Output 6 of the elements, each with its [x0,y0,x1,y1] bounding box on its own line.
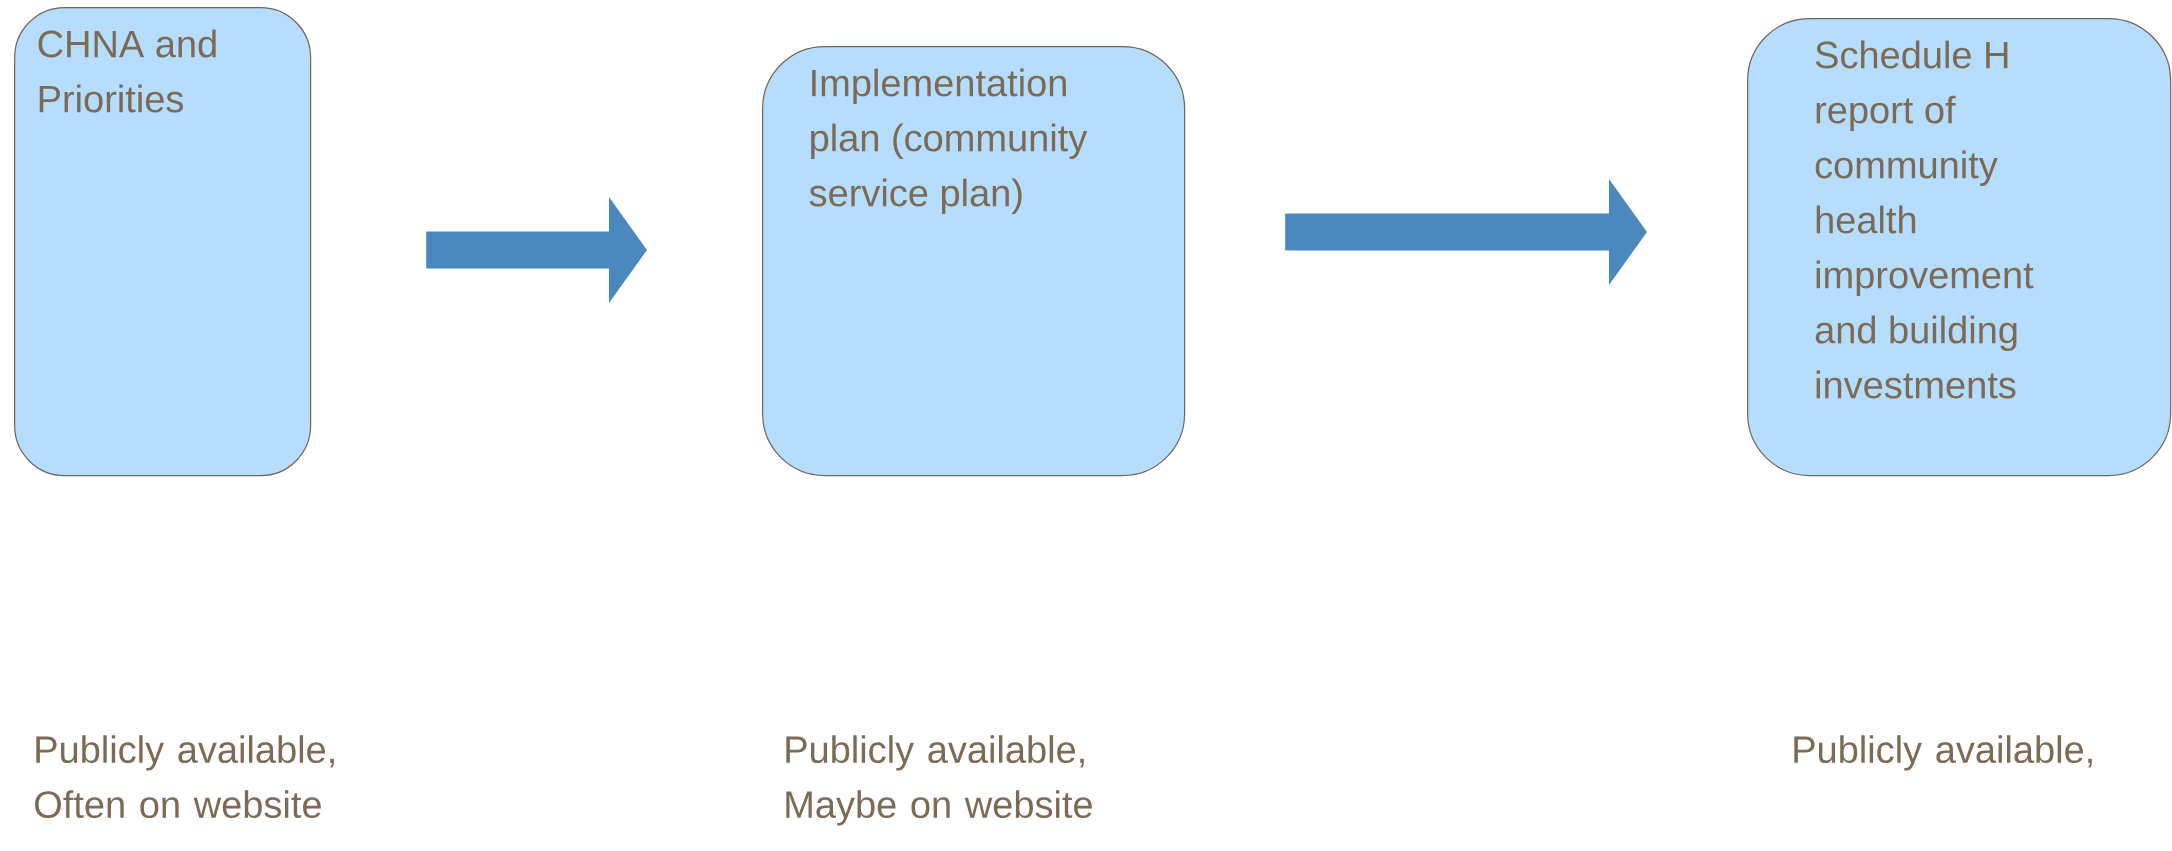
process-box: Schedule H report of community health improvement and building investments [1747,18,2172,477]
process-box: Implementation plan (community service plan) [762,46,1186,477]
process-box: CHNA and Priorities [14,7,312,477]
caption-text: Publicly available, Maybe on website [786,735,1092,826]
caption-text: Publicly available, [1794,735,2092,771]
caption-text: Publicly available, Often on website [35,735,334,819]
